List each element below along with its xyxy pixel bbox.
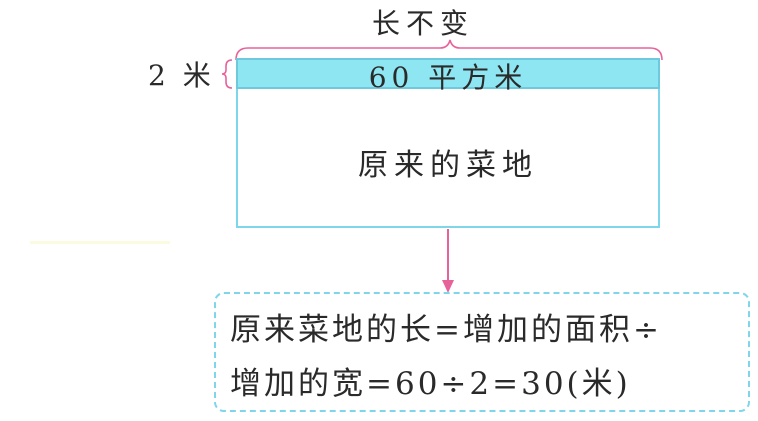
original-garden-label: 原来的菜地 [358, 148, 538, 183]
added-area-strip [236, 58, 660, 89]
top-brace-icon [235, 39, 663, 61]
length-unchanged-label: 长不变 [372, 7, 475, 40]
formula-box [214, 292, 750, 412]
width-2m-label: 2 米 [148, 59, 215, 92]
side-brace-icon [221, 59, 233, 89]
formula-line-1: 原来菜地的长=增加的面积÷ [230, 312, 662, 348]
formula-line-2: 增加的宽=60÷2=30(米) [230, 366, 631, 402]
added-area-label: 60 平方米 [368, 61, 528, 94]
background-smudge [30, 241, 170, 244]
arrow-head-icon [442, 280, 454, 293]
